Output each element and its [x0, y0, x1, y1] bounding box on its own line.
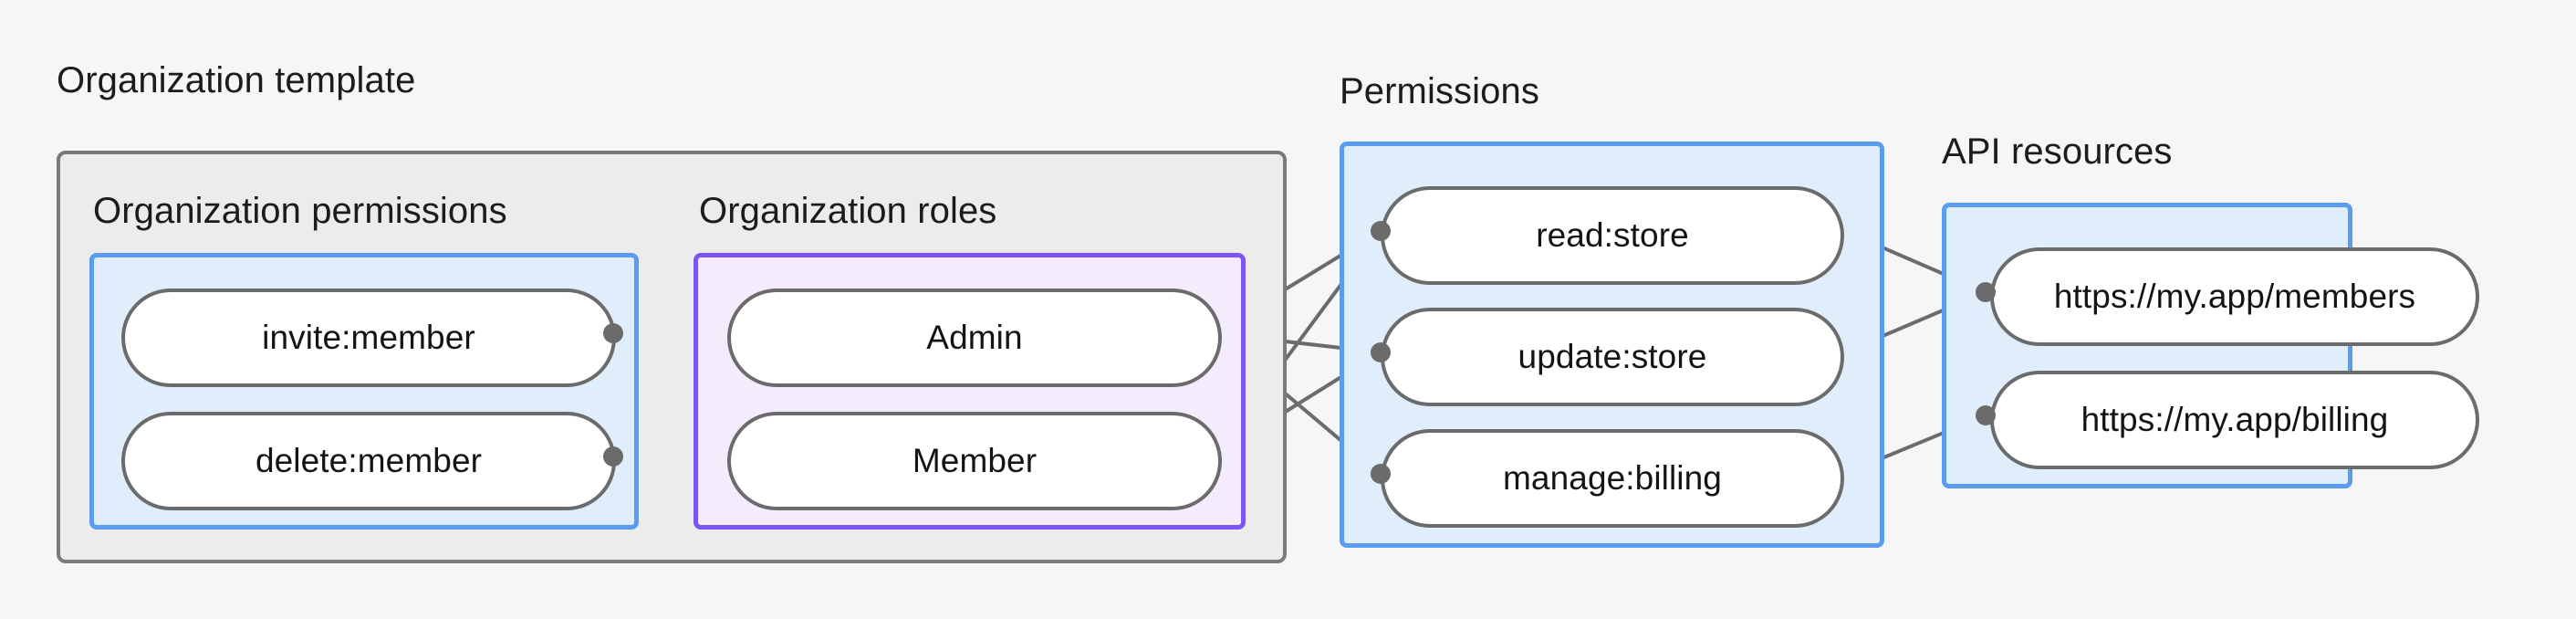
node-members-url-label: https://my.app/members — [2053, 278, 2416, 315]
node-billing-url-label: https://my.app/billing — [2081, 401, 2389, 438]
node-admin-label: Admin — [926, 319, 1023, 356]
connector-dot-invite-member — [603, 323, 623, 343]
group-api-resources: https://my.app/members https://my.app/bi… — [1942, 203, 2479, 488]
node-update-store[interactable]: update:store — [1381, 308, 1844, 406]
node-member[interactable]: Member — [727, 412, 1222, 510]
group-label-permissions: Permissions — [1340, 71, 1539, 111]
node-manage-billing-label: manage:billing — [1502, 459, 1722, 497]
node-delete-member[interactable]: delete:member — [121, 412, 616, 510]
connector-dot-read-store-in — [1371, 221, 1391, 241]
group-organization-template: Organization permissions Organization ro… — [57, 151, 1287, 563]
node-manage-billing[interactable]: manage:billing — [1381, 429, 1844, 528]
connector-dot-billing-url-in — [1976, 405, 1996, 425]
connector-dot-delete-member — [603, 446, 623, 467]
node-invite-member-label: invite:member — [262, 319, 475, 356]
subgroup-label-organization-permissions: Organization permissions — [93, 191, 507, 231]
subgroup-organization-permissions: invite:member delete:member — [89, 253, 639, 530]
node-billing-url[interactable]: https://my.app/billing — [1990, 371, 2479, 469]
subgroup-label-organization-roles: Organization roles — [699, 191, 997, 231]
node-member-label: Member — [912, 442, 1038, 479]
node-members-url[interactable]: https://my.app/members — [1990, 247, 2479, 346]
group-permissions: read:store update:store manage:billing — [1340, 142, 1884, 548]
connector-dot-manage-billing-in — [1371, 464, 1391, 484]
group-label-organization-template: Organization template — [57, 60, 416, 100]
connector-dot-members-url-in — [1976, 282, 1996, 302]
node-admin[interactable]: Admin — [727, 289, 1222, 387]
node-delete-member-label: delete:member — [255, 442, 483, 479]
group-label-api-resources: API resources — [1942, 131, 2173, 172]
node-read-store[interactable]: read:store — [1381, 186, 1844, 285]
node-read-store-label: read:store — [1536, 216, 1689, 254]
node-invite-member[interactable]: invite:member — [121, 289, 616, 387]
connector-dot-update-store-in — [1371, 342, 1391, 362]
node-update-store-label: update:store — [1517, 338, 1707, 375]
subgroup-organization-roles: Admin Member — [694, 253, 1246, 530]
